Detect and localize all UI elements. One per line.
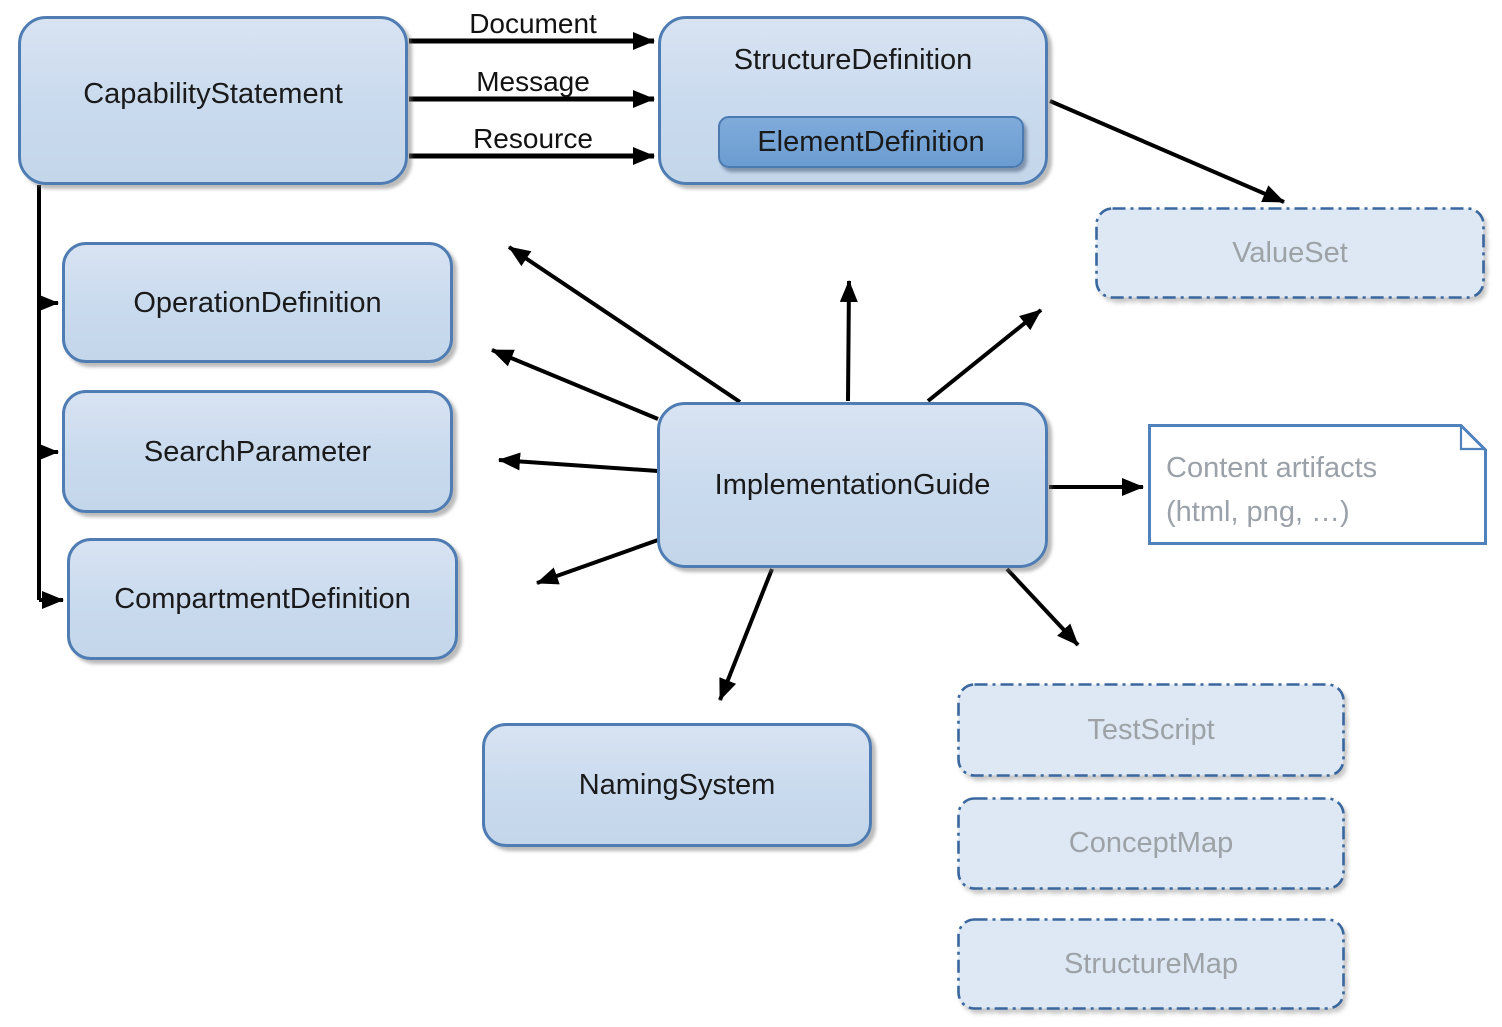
content-artifacts-text: Content artifacts (html, png, …) (1166, 446, 1377, 534)
node-content-artifacts: Content artifacts (html, png, …) (1148, 424, 1487, 545)
concept-map-label: ConceptMap (1068, 827, 1234, 859)
edge-label-document: Document (469, 8, 597, 39)
structure-map-border (957, 918, 1345, 1010)
arrow-ig-upleft-short (491, 348, 659, 421)
capability-statement-label: CapabilityStatement (83, 77, 343, 110)
arrow-ig-left (498, 452, 659, 473)
operation-definition-label: OperationDefinition (133, 286, 382, 319)
node-naming-system: NamingSystem (482, 723, 872, 847)
node-operation-definition: OperationDefinition (62, 242, 453, 363)
arrow-ig-namingsystem (718, 568, 774, 701)
search-parameter-label: SearchParameter (143, 435, 372, 468)
arrow-structuredefinition-valueset (1049, 99, 1285, 204)
value-set-border (1095, 207, 1485, 299)
node-structure-map: StructureMap (957, 918, 1345, 1010)
content-artifacts-sublabel: (html, png, …) (1166, 496, 1350, 528)
implementation-guide-label: ImplementationGuide (714, 469, 991, 501)
node-element-definition: ElementDefinition (718, 116, 1024, 168)
concept-map-border (957, 797, 1345, 890)
content-artifacts-label: Content artifacts (1166, 452, 1378, 484)
value-set-label: ValueSet (1232, 236, 1348, 269)
node-implementation-guide: ImplementationGuide (657, 402, 1048, 568)
edge-label-message: Message (476, 66, 590, 97)
naming-system-label: NamingSystem (578, 769, 776, 801)
node-capability-statement: CapabilityStatement (18, 16, 408, 185)
test-script-border (957, 683, 1345, 777)
node-concept-map: ConceptMap (957, 797, 1345, 890)
node-structure-definition: StructureDefinition ElementDefinition (658, 16, 1048, 185)
structure-map-label: StructureMap (1063, 947, 1239, 980)
arrow-ig-upleft-long (507, 245, 742, 404)
node-value-set: ValueSet (1095, 207, 1485, 299)
arrow-ig-up (839, 280, 858, 402)
arrow-ig-testscript (1005, 567, 1080, 647)
element-definition-label: ElementDefinition (757, 126, 985, 158)
edge-label-resource: Resource (473, 123, 593, 154)
structure-definition-label: StructureDefinition (733, 44, 973, 76)
node-test-script: TestScript (957, 683, 1345, 777)
arrow-ig-downleft (536, 538, 659, 585)
content-artifacts-note-shape (1148, 424, 1487, 545)
test-script-label: TestScript (1087, 713, 1215, 746)
compartment-definition-label: CompartmentDefinition (114, 583, 411, 615)
arrow-ig-upright (926, 308, 1043, 403)
node-compartment-definition: CompartmentDefinition (67, 538, 458, 660)
node-search-parameter: SearchParameter (62, 390, 453, 513)
